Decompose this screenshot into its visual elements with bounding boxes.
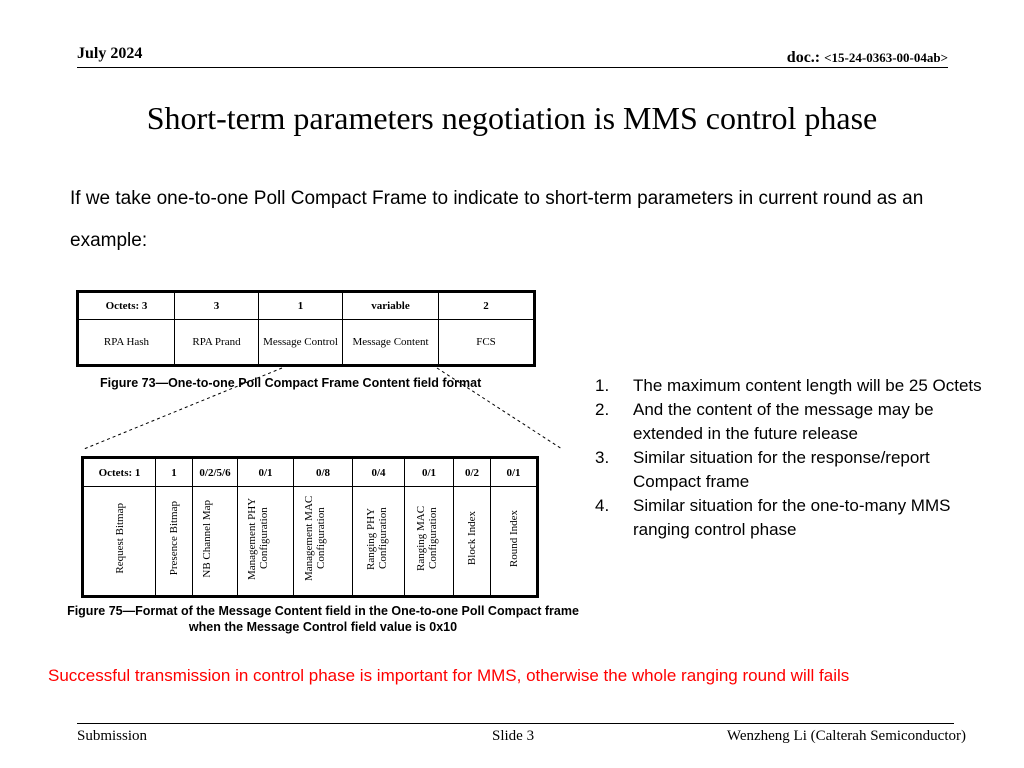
octet-cell: variable (342, 291, 439, 320)
field-cell: Presence Bitmap (155, 486, 193, 597)
octet-cell: Octets: 1 (82, 457, 156, 487)
doc-label: doc.: (786, 49, 825, 66)
octet-cell: 0/2 (453, 457, 491, 487)
octet-cell: 1 (155, 457, 193, 487)
list-text: The maximum content length will be 25 Oc… (633, 376, 982, 395)
notes-list: 1. The maximum content length will be 25 … (595, 374, 995, 542)
footer-submission: Submission (77, 728, 148, 744)
figure75-caption-line2: when the Message Control field value is … (188, 620, 458, 634)
list-item: 1. The maximum content length will be 25 … (595, 374, 995, 398)
warning-text: Successful transmission in control phase… (48, 666, 850, 685)
list-text: And the content of the message may be ex… (633, 400, 934, 443)
header-date: July 2024 (77, 45, 143, 62)
list-number: 2. (595, 400, 610, 419)
list-text: Similar situation for the one-to-many MM… (633, 496, 951, 539)
octet-cell: 0/1 (404, 457, 454, 487)
octet-cell: 2 (438, 291, 535, 320)
field-label: Round Index (507, 509, 520, 568)
field-cell: Management MAC Configuration (293, 486, 353, 597)
field-cell: Message Control (258, 319, 343, 366)
doc-number: <15-24-0363-00-04ab> (824, 50, 948, 65)
list-number: 1. (595, 376, 610, 395)
field-cell: NB Channel Map (192, 486, 238, 597)
field-label: NB Channel Map (201, 499, 213, 578)
figure75-message-content-table: Octets: 1 1 0/2/5/6 0/1 0/8 0/4 0/1 0/2 … (81, 456, 539, 598)
field-cell: RPA Prand (174, 319, 259, 366)
field-cell: FCS (438, 319, 535, 366)
octet-cell: 0/8 (293, 457, 353, 487)
octet-cell: 1 (258, 291, 343, 320)
header-doc-id: doc.: <15-24-0363-00-04ab> (787, 49, 948, 67)
footer-author: Wenzheng Li (Calterah Semiconductor) (726, 728, 966, 744)
header-rule (77, 67, 948, 68)
field-label: Ranging PHY Configuration (364, 507, 389, 570)
field-cell: Block Index (453, 486, 491, 597)
field-cell: Request Bitmap (82, 486, 156, 597)
octet-cell: 0/1 (237, 457, 294, 487)
field-cell: Ranging MAC Configuration (404, 486, 454, 597)
figure75-caption: Figure 75—Format of the Message Content … (42, 603, 604, 635)
list-text: Similar situation for the response/repor… (633, 448, 930, 491)
figure75-caption-line1: Figure 75—Format of the Message Content … (67, 604, 579, 618)
field-cell: Ranging PHY Configuration (352, 486, 405, 597)
field-label: Presence Bitmap (168, 501, 180, 576)
intro-text: If we take one-to-one Poll Compact Frame… (70, 188, 924, 251)
field-label: Request Bitmap (113, 503, 126, 574)
figure73-frame-table: Octets: 3 3 1 variable 2 RPA Hash RPA Pr… (76, 290, 536, 367)
field-label: Management MAC Configuration (303, 495, 327, 582)
slide-title: Short-term parameters negotiation is MMS… (146, 100, 878, 136)
octet-cell: 0/1 (490, 457, 538, 487)
list-number: 3. (595, 448, 610, 467)
octet-cell: 3 (174, 291, 259, 320)
list-number: 4. (595, 496, 610, 515)
list-item: 4. Similar situation for the one-to-many … (595, 494, 995, 542)
field-cell: Round Index (490, 486, 538, 597)
figure73-caption: Figure 73—One-to-one Poll Compact Frame … (100, 376, 482, 390)
field-cell: Management PHY Configuration (237, 486, 294, 597)
footer-rule (77, 723, 954, 724)
footer-slide-number: Slide 3 (492, 728, 535, 744)
field-label: Ranging MAC Configuration (415, 505, 439, 572)
octet-cell: 0/4 (352, 457, 405, 487)
field-cell: RPA Hash (77, 319, 175, 366)
field-label: Block Index (466, 511, 478, 566)
list-item: 3. Similar situation for the response/rep… (595, 446, 995, 494)
octet-cell: Octets: 3 (77, 291, 175, 320)
octet-cell: 0/2/5/6 (192, 457, 238, 487)
field-cell: Message Content (342, 319, 439, 366)
field-label: Management PHY Configuration (245, 497, 270, 580)
list-item: 2. And the content of the message may be … (595, 398, 995, 446)
